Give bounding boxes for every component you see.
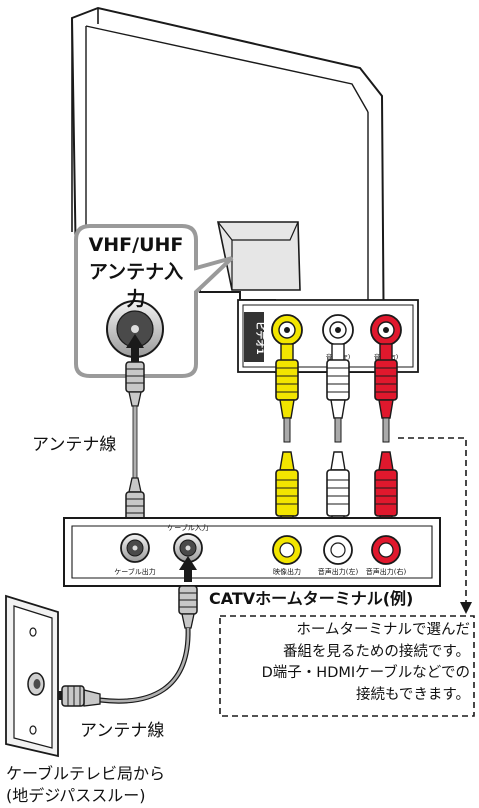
note-callout (219, 437, 475, 717)
antenna-wire-label-lower: アンテナ線 (80, 721, 165, 741)
catv-audio-left-out-label: 音声出力(左) (318, 567, 359, 576)
catv-cable-in-jack (173, 533, 203, 563)
source-label-line2: (地デジパススルー) (6, 786, 146, 805)
antenna-input-title-line2: アンテナ入力 (88, 261, 184, 310)
video1-vertical-label: ビデオ1 (254, 321, 266, 354)
catv-audio-right-out-label: 音声出力(右) (366, 567, 407, 576)
note-line-2: 番組を見るための接続です。 (282, 643, 470, 660)
wall-antenna-outlet (5, 594, 59, 758)
catv-audio-right-out-jack (371, 535, 401, 565)
catv-home-terminal: ケーブル入力 ケーブル出力 映像出力 音声出力(左) 音声出力(右) (63, 517, 441, 587)
audio-left-plug-upper (326, 343, 350, 419)
catv-cable-out-jack (120, 533, 150, 563)
audio-right-plug-upper (374, 343, 398, 419)
antenna-input-title: VHF/UHF アンテナ入力 (80, 232, 192, 313)
note-line-1: ホームターミナルで選んだ (296, 622, 470, 638)
catv-video-out-label: 映像出力 (273, 567, 301, 576)
antenna-input-title-line1: VHF/UHF (88, 234, 184, 256)
rca-plugs-upper (275, 343, 398, 419)
tv-audio-right-jack (370, 314, 402, 346)
connection-note: ホームターミナルで選んだ 番組を見るための接続です。 D端子・HDMIケーブルな… (224, 620, 470, 714)
catv-video-out-jack (272, 535, 302, 565)
antenna-cable-lower (40, 585, 198, 707)
antenna-input-callout (74, 224, 234, 378)
source-label-line1: ケーブルテレビ局から (6, 764, 166, 783)
catv-terminal-label: CATVホームターミナル(例) (209, 589, 414, 608)
catv-cable-out-label: ケーブル出力 (114, 567, 156, 576)
antenna-wire-label-upper: アンテナ線 (32, 435, 117, 455)
catv-audio-left-out-jack (323, 535, 353, 565)
tv-video-jack (271, 314, 303, 346)
rca-cable-segments (283, 417, 390, 443)
catv-cable-in-label: ケーブル入力 (167, 523, 209, 532)
antenna-cable-upper (125, 334, 145, 538)
note-line-3: D端子・HDMIケーブルなどでの (261, 665, 470, 681)
note-line-4: 接続もできます。 (356, 686, 470, 703)
video-plug-upper (275, 343, 299, 419)
tv-audio-left-jack (322, 314, 354, 346)
cable-in-arrow (179, 556, 197, 582)
